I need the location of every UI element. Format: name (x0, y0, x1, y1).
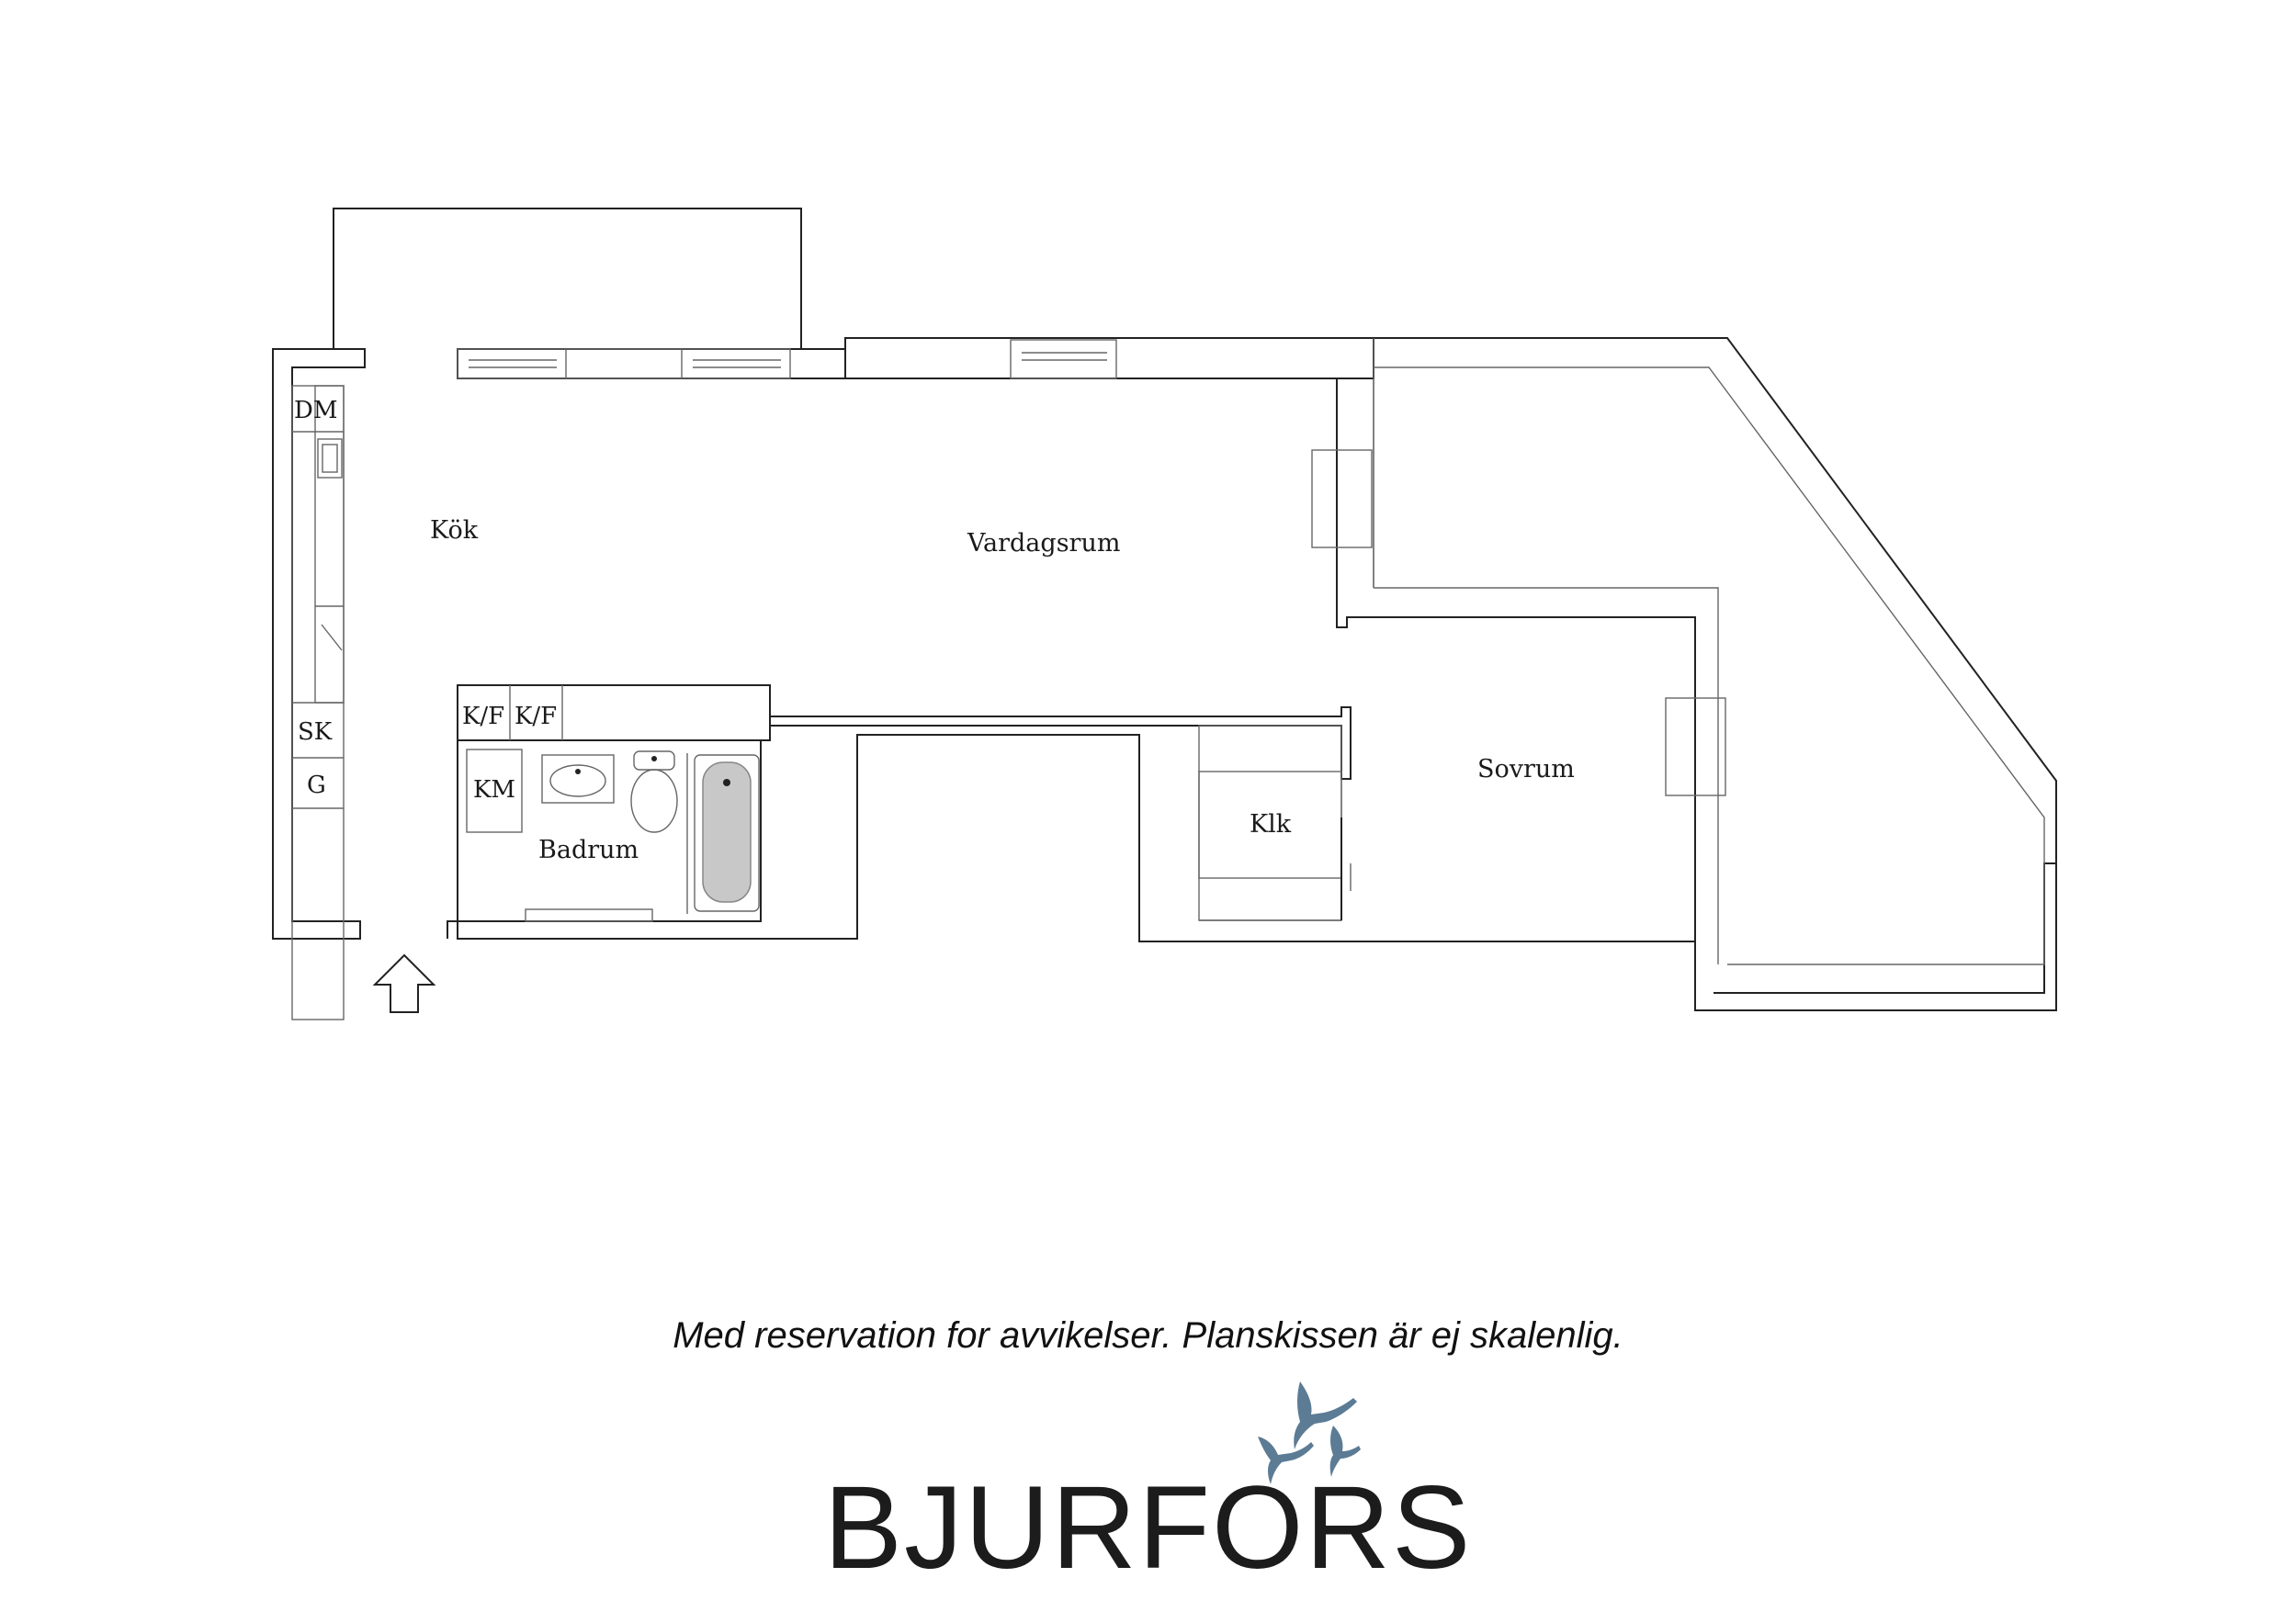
fixture-label-g: G (307, 772, 326, 799)
flying-birds-icon (1258, 1381, 1361, 1484)
fixture-label-dm: DM (294, 397, 337, 424)
room-label-klk: Klk (1250, 810, 1292, 839)
room-label-vardagsrum: Vardagsrum (967, 529, 1120, 558)
closet (1198, 725, 1352, 921)
fixture-label-kf-1: K/F (462, 703, 504, 730)
bathroom (457, 684, 771, 922)
outer-walls (272, 337, 2057, 1011)
right-terrace-lines (1373, 338, 2045, 965)
room-label-sovrum: Sovrum (1477, 755, 1575, 783)
entrance-arrow-icon (372, 953, 436, 1013)
kitchen-counter (291, 385, 345, 1020)
fixture-label-kf-2: K/F (515, 703, 557, 730)
fixture-label-sk: SK (298, 718, 333, 746)
fixture-label-km: KM (473, 776, 515, 804)
room-label-kok: Kök (430, 516, 479, 545)
room-label-badrum: Badrum (538, 836, 639, 864)
disclaimer-text: Med reservation for avvikelser. Planskis… (673, 1315, 1623, 1356)
windows (457, 339, 1726, 796)
brand-logo-text: BJURFORS (823, 1462, 1473, 1594)
top-balcony (333, 208, 802, 349)
